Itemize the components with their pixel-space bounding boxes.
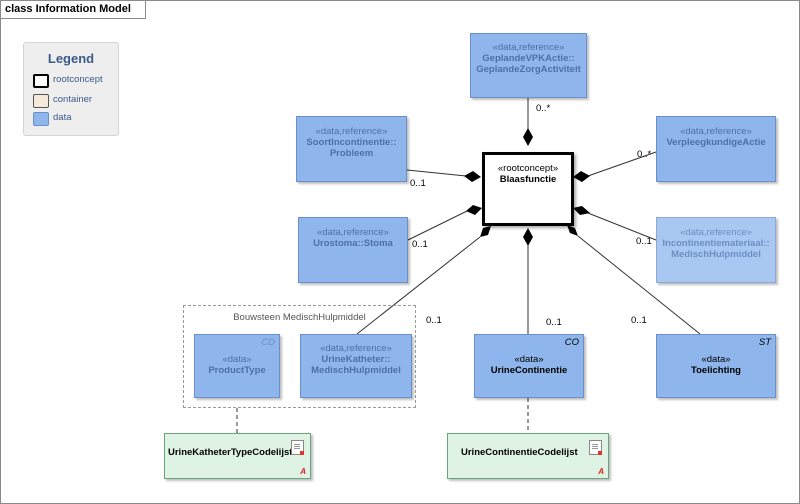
class-name-2: GeplandeZorgActiviteit bbox=[476, 64, 581, 75]
class-blaasfunctie[interactable]: «rootconcept» Blaasfunctie bbox=[482, 152, 574, 226]
stereotype: «data,reference» bbox=[315, 126, 388, 137]
multiplicity-incont: 0..1 bbox=[636, 236, 652, 247]
datatype-tag: CO bbox=[564, 337, 579, 348]
datatype-tag: ST bbox=[758, 337, 771, 348]
class-name-2: MedischHulpmiddel bbox=[311, 365, 401, 376]
diamond-toelichting bbox=[567, 225, 578, 236]
diamond-gepland bbox=[523, 128, 533, 146]
class-incontinentiemateriaal[interactable]: «data,reference» Incontinentiemateriaal:… bbox=[656, 217, 776, 283]
stereotype: «data,reference» bbox=[317, 227, 389, 238]
codelist-document-icon bbox=[589, 440, 602, 455]
multiplicity-urostoma: 0..1 bbox=[412, 239, 428, 250]
datatype-tag: CD bbox=[261, 337, 275, 348]
legend-swatch-container bbox=[33, 94, 49, 108]
diamond-soort bbox=[464, 171, 481, 182]
class-name: Blaasfunctie bbox=[499, 174, 557, 185]
legend-swatch-rootconcept bbox=[33, 74, 49, 88]
stereotype: «data,reference» bbox=[492, 42, 565, 53]
legend: Legend rootconcept container data bbox=[23, 42, 119, 136]
multiplicity-urinecont: 0..1 bbox=[546, 317, 562, 328]
legend-label: container bbox=[53, 94, 93, 105]
codelist-name: UrineContinentieCodelijst bbox=[461, 447, 578, 458]
legend-swatch-data bbox=[33, 112, 49, 126]
frame-title: class Information Model bbox=[1, 1, 146, 19]
assoc-vpk[interactable] bbox=[587, 151, 657, 177]
stereotype: «data» bbox=[514, 354, 544, 365]
class-toelichting[interactable]: ST «data» Toelichting bbox=[656, 334, 776, 398]
stereotype: «data» bbox=[701, 354, 731, 365]
diamond-incont bbox=[573, 206, 590, 215]
codelist-name: UrineKatheterTypeCodelijst bbox=[168, 447, 293, 458]
stereotype: «data,reference» bbox=[680, 126, 752, 137]
diamond-urinecont bbox=[523, 228, 533, 246]
abstract-marker: A bbox=[598, 467, 604, 476]
multiplicity-katheter: 0..1 bbox=[426, 315, 442, 326]
class-name: Toelichting bbox=[691, 365, 741, 376]
assoc-katheter[interactable] bbox=[356, 236, 481, 335]
class-producttype[interactable]: CD «data» ProductType bbox=[194, 334, 280, 398]
class-urinecontinentie[interactable]: CO «data» UrineContinentie bbox=[474, 334, 584, 398]
abstract-marker: A bbox=[300, 467, 306, 476]
class-name: Incontinentiemateriaal:: bbox=[662, 238, 770, 249]
codelist-urinecontinentie[interactable]: UrineContinentieCodelijst A bbox=[447, 433, 609, 479]
assoc-incont[interactable] bbox=[587, 212, 657, 241]
assoc-toelichting[interactable] bbox=[577, 235, 701, 335]
diamond-urostoma bbox=[466, 205, 482, 215]
codelist-urinekathetertype[interactable]: UrineKatheterTypeCodelijst A bbox=[164, 433, 311, 479]
stereotype: «data,reference» bbox=[680, 227, 752, 238]
diamond-katheter bbox=[480, 226, 491, 237]
class-name: UrineKatheter:: bbox=[321, 354, 391, 365]
class-name: VerpleegkundigeActie bbox=[666, 137, 766, 148]
stereotype: «data,reference» bbox=[320, 343, 392, 354]
multiplicity-soort: 0..1 bbox=[410, 178, 426, 189]
class-name: ProductType bbox=[208, 365, 266, 376]
assoc-soort[interactable] bbox=[406, 169, 467, 177]
assoc-urostoma[interactable] bbox=[407, 210, 468, 241]
class-name: UrineContinentie bbox=[490, 365, 568, 376]
group-bouwsteen-medischhulpmiddel[interactable]: Bouwsteen MedischHulpmiddel bbox=[183, 305, 416, 408]
class-name: GeplandeVPKActie:: bbox=[482, 53, 575, 64]
multiplicity-vpk: 0..* bbox=[637, 149, 652, 160]
class-soortincontinentie[interactable]: «data,reference» SoortIncontinentie:: Pr… bbox=[296, 116, 407, 182]
class-name: SoortIncontinentie:: bbox=[306, 137, 397, 148]
class-name: Urostoma::Stoma bbox=[313, 238, 393, 249]
legend-title: Legend bbox=[47, 51, 95, 66]
stereotype: «data» bbox=[222, 354, 252, 365]
class-geplandevpkactie[interactable]: «data,reference» GeplandeVPKActie:: Gepl… bbox=[470, 33, 587, 98]
multiplicity-gepland: 0..* bbox=[536, 103, 551, 114]
legend-label: data bbox=[53, 112, 72, 123]
codelist-document-icon bbox=[291, 440, 304, 455]
class-urinekatheter[interactable]: «data,reference» UrineKatheter:: Medisch… bbox=[300, 334, 412, 398]
class-urostoma[interactable]: «data,reference» Urostoma::Stoma bbox=[298, 217, 408, 283]
legend-label: rootconcept bbox=[53, 74, 103, 85]
class-name-2: MedischHulpmiddel bbox=[671, 249, 761, 260]
class-name-2: Probleem bbox=[329, 148, 374, 159]
multiplicity-toelichting: 0..1 bbox=[631, 315, 647, 326]
diamond-vpk bbox=[573, 171, 590, 182]
group-title: Bouwsteen MedischHulpmiddel bbox=[233, 312, 366, 323]
class-verpleegkundigeactie[interactable]: «data,reference» VerpleegkundigeActie bbox=[656, 116, 776, 182]
stereotype: «rootconcept» bbox=[497, 163, 559, 174]
